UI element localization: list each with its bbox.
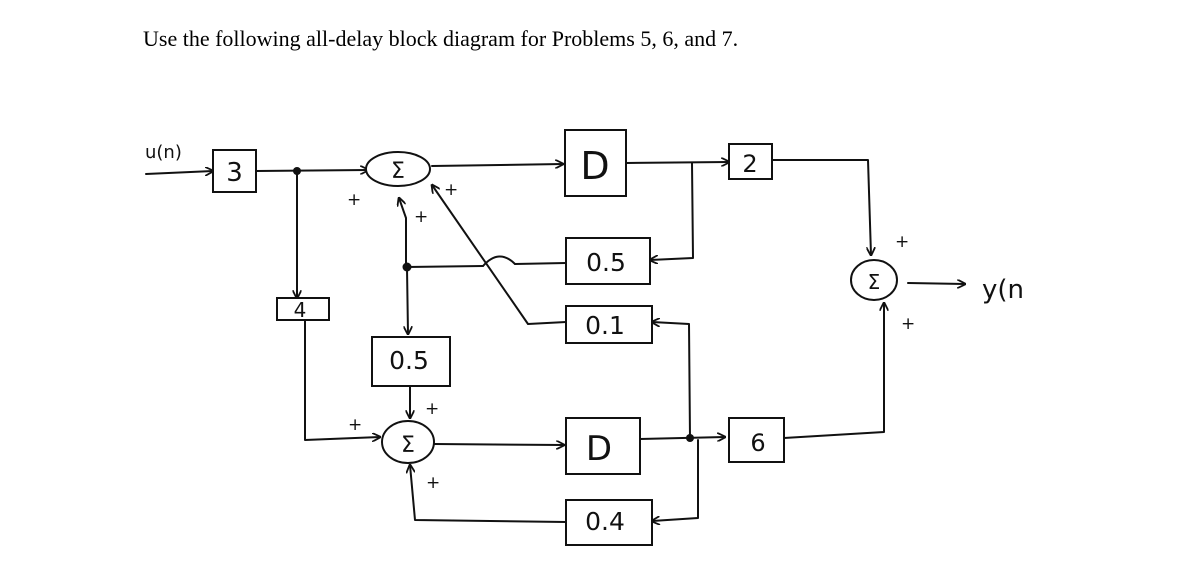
- svg-text:0.5: 0.5: [586, 248, 626, 277]
- block-lower-delay: D: [565, 417, 641, 475]
- block-coupling-gain: 0.5: [371, 336, 451, 387]
- summer-output: Σ: [850, 259, 898, 301]
- svg-text:Σ: Σ: [391, 159, 405, 184]
- plus-sign-upper-left: +: [347, 190, 361, 210]
- svg-text:Σ: Σ: [401, 433, 415, 458]
- block-upper-output-gain: 2: [728, 143, 773, 180]
- feedback-junction-dot: [402, 262, 412, 272]
- plus-sign-lower-top: +: [425, 399, 439, 419]
- input-label: u(n): [145, 142, 182, 163]
- plus-sign-lower-bottom: +: [426, 473, 440, 493]
- plus-sign-lower-left: +: [348, 415, 362, 435]
- svg-text:0.4: 0.4: [585, 507, 625, 536]
- svg-text:D: D: [580, 144, 609, 188]
- block-left-branch-gain: 4: [276, 297, 330, 322]
- plus-sign-upper-right: +: [444, 180, 458, 200]
- lower-delay-junction-dot: [686, 434, 694, 442]
- svg-text:6: 6: [750, 429, 765, 457]
- block-upper-delay: D: [564, 129, 627, 197]
- plus-sign-output-top: +: [895, 232, 909, 252]
- block-lower-output-gain: 6: [728, 417, 785, 463]
- svg-text:0.5: 0.5: [389, 346, 429, 375]
- svg-text:2: 2: [742, 150, 757, 178]
- plus-sign-output-bottom: +: [901, 314, 915, 334]
- problem-instruction: Use the following all-delay block diagra…: [143, 26, 739, 51]
- svg-text:D: D: [586, 429, 612, 469]
- svg-text:0.1: 0.1: [585, 311, 625, 340]
- signal-wires: [145, 160, 965, 522]
- output-label: y(n: [982, 275, 1024, 305]
- svg-text:3: 3: [226, 158, 243, 188]
- block-input-gain: 3: [212, 149, 257, 193]
- plus-sign-upper-bottom: +: [414, 207, 428, 227]
- summer-upper: Σ: [365, 151, 431, 187]
- input-junction-dot: [293, 167, 301, 175]
- summer-lower: Σ: [381, 420, 435, 464]
- block-cross-feedback: 0.1: [565, 305, 653, 344]
- block-upper-feedback: 0.5: [565, 237, 651, 285]
- block-lower-feedback: 0.4: [565, 499, 653, 546]
- svg-text:Σ: Σ: [868, 270, 881, 294]
- svg-text:4: 4: [294, 298, 307, 322]
